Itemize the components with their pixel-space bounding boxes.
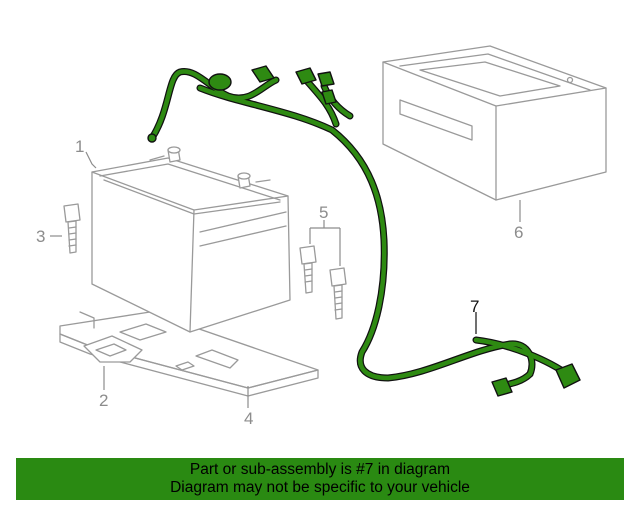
wire-harness[interactable] — [147, 65, 581, 397]
battery-cover[interactable] — [382, 45, 607, 201]
harness-end-terminal — [147, 133, 157, 143]
harness-connector-d — [321, 89, 337, 105]
harness-connector-f — [555, 363, 581, 389]
callout-7[interactable]: 7 — [470, 297, 479, 316]
battery[interactable] — [91, 146, 291, 333]
battery-hold-down[interactable] — [83, 335, 143, 363]
harness-ring-terminal — [208, 73, 232, 91]
harness-connector-c — [317, 71, 335, 87]
harness-connector-b — [295, 67, 317, 85]
callout-3[interactable]: 3 — [36, 227, 45, 246]
part-info-banner: Part or sub-assembly is #7 in diagram Di… — [16, 458, 624, 500]
callout-4[interactable]: 4 — [244, 409, 253, 428]
callout-5[interactable]: 5 — [319, 203, 328, 222]
banner-disclaimer-line: Diagram may not be specific to your vehi… — [170, 479, 470, 496]
harness-connector-a — [251, 65, 275, 83]
callout-6[interactable]: 6 — [514, 223, 523, 242]
callout-2[interactable]: 2 — [99, 391, 108, 410]
callout-1[interactable]: 1 — [75, 137, 84, 156]
banner-part-line: Part or sub-assembly is #7 in diagram — [189, 461, 451, 478]
bolt-3[interactable] — [63, 203, 81, 254]
harness-connector-e — [491, 377, 513, 397]
leader-5 — [309, 220, 341, 266]
leader-1 — [85, 151, 97, 169]
bolts-5[interactable] — [299, 245, 347, 320]
